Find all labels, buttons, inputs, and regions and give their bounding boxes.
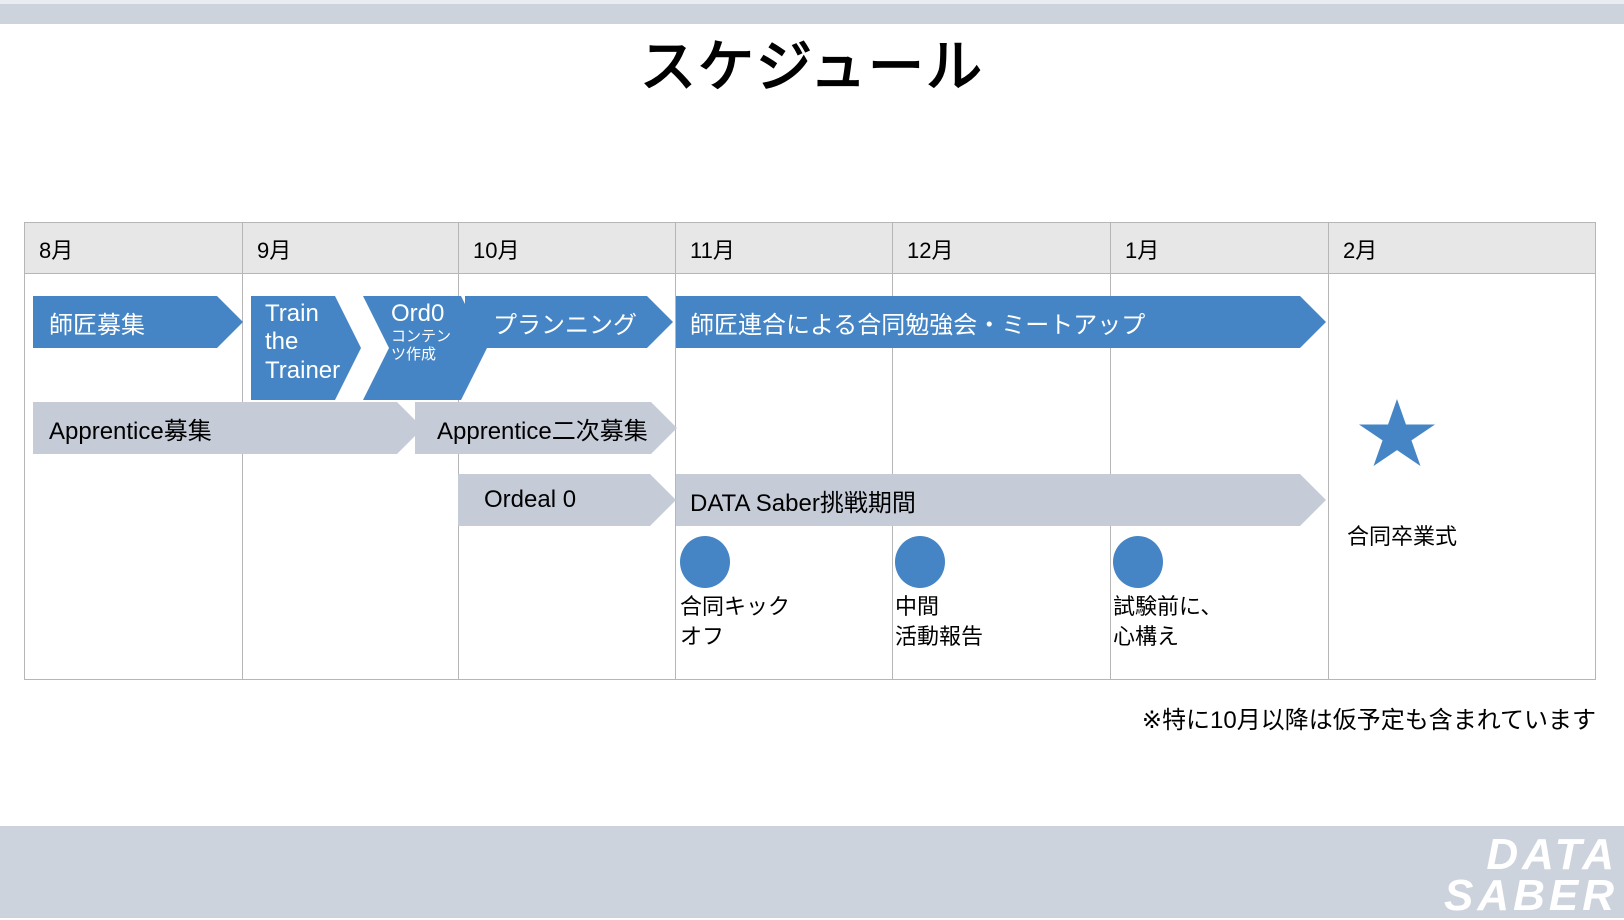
- bottom-decor-band: [0, 826, 1624, 918]
- bar-label: Apprentice募集: [49, 417, 212, 445]
- table-header-row: 8月 9月 10月 11月 12月 1月 2月: [24, 222, 1596, 275]
- milestone-dot-midterm[interactable]: [895, 536, 945, 588]
- column-header-dec: 12月: [893, 223, 1111, 275]
- bar-sublabel: コンテンツ作成: [391, 328, 452, 364]
- grid-line-3: [675, 274, 676, 680]
- star-icon: [1359, 399, 1435, 466]
- bar-label: DATA Saber挑戦期間: [690, 489, 916, 517]
- bar-label: 師匠募集: [49, 311, 145, 339]
- column-header-nov: 11月: [676, 223, 893, 275]
- milestone-dot-kickoff[interactable]: [680, 536, 730, 588]
- milestone-label-pre-exam: 試験前に、 心構え: [1113, 594, 1223, 649]
- milestone-label-kickoff: 合同キック オフ: [680, 594, 791, 649]
- bar-label: プランニング: [493, 311, 637, 339]
- bar-shisho-boshu[interactable]: 師匠募集: [33, 296, 243, 348]
- graduation-label: 合同卒業式: [1347, 524, 1458, 549]
- footnote: ※特に10月以降は仮予定も含まれています: [1141, 707, 1596, 734]
- grid-line-6: [1328, 274, 1329, 680]
- milestone-label-midterm: 中間 活動報告: [895, 594, 984, 649]
- bar-joint-study-meetup[interactable]: 師匠連合による合同勉強会・ミートアップ: [676, 296, 1326, 348]
- milestone-dot-pre-exam[interactable]: [1113, 536, 1163, 588]
- bar-label: Apprentice二次募集: [437, 417, 648, 445]
- bar-label: Ordeal 0: [484, 486, 577, 513]
- bar-planning[interactable]: プランニング: [465, 296, 673, 348]
- logo-line-saber: SABER: [1443, 870, 1618, 920]
- column-header-sep: 9月: [243, 223, 459, 275]
- bar-title: Ord0: [391, 300, 445, 327]
- column-header-jan: 1月: [1111, 223, 1329, 275]
- top-hairline: [0, 0, 1624, 4]
- top-decor-band: [0, 0, 1624, 24]
- logo-line-data: DATA: [1486, 830, 1618, 880]
- grid-line-1: [242, 274, 243, 680]
- column-header-aug: 8月: [25, 223, 243, 275]
- bar-ordeal-0[interactable]: Ordeal 0: [458, 474, 676, 526]
- bar-apprentice-boshu[interactable]: Apprentice募集: [33, 402, 423, 454]
- bar-apprentice-second-boshu[interactable]: Apprentice二次募集: [415, 402, 677, 454]
- column-header-feb: 2月: [1343, 238, 1378, 263]
- bar-data-saber-challenge[interactable]: DATA Saber挑戦期間: [676, 474, 1326, 526]
- bar-label: Ord0 コンテンツ作成: [391, 296, 451, 364]
- bar-label: 師匠連合による合同勉強会・ミートアップ: [690, 311, 1146, 339]
- page-title: スケジュール: [639, 35, 985, 98]
- data-saber-logo: DATA SABER: [1443, 830, 1618, 920]
- column-header-oct: 10月: [459, 223, 676, 275]
